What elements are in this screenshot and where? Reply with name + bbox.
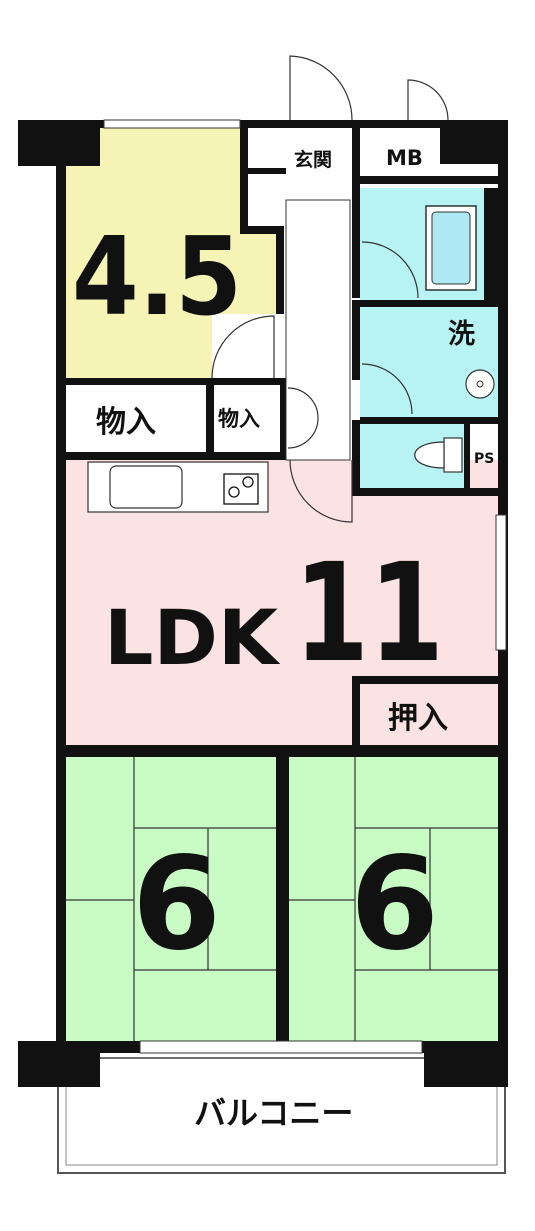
meter-box-label: MB: [386, 146, 423, 170]
storage-left-label: 物入: [96, 405, 156, 440]
tatami-lines-right: [289, 757, 498, 1041]
pipe-space-label: PS: [474, 451, 494, 467]
bathtub-inner: [431, 211, 471, 285]
ldk-type-label: LDK: [104, 593, 281, 682]
balcony-label: バルコニー: [194, 1094, 353, 1132]
pillars: [18, 120, 508, 1087]
windows: [103, 119, 507, 1054]
washroom-label: 洗: [448, 319, 475, 350]
kitchen-sink: [109, 465, 183, 509]
tatami-lines-left: [66, 757, 276, 1041]
washroom: [360, 307, 498, 417]
tatami-room-right: [289, 757, 498, 1041]
tatami-room-left: [66, 757, 276, 1041]
door-swings: [211, 55, 449, 523]
western-room-size: 4.5: [72, 215, 242, 340]
western-room: [66, 128, 276, 378]
gas-stove-icon: [223, 473, 259, 505]
entrance-label: 玄関: [294, 148, 332, 171]
toilet-icon: [414, 437, 463, 473]
ldk-room-upper-right: [352, 498, 498, 676]
tatami-right-size: 6: [350, 830, 439, 979]
balcony-inner-line: [65, 1057, 498, 1166]
wash-basin-drain: [476, 380, 484, 388]
closet-label: 押入: [388, 701, 448, 736]
ldk-size-label: 11: [294, 535, 444, 693]
storage-small-label: 物入: [218, 407, 260, 431]
tatami-left-size: 6: [132, 830, 221, 979]
wash-basin-icon: [465, 369, 495, 399]
